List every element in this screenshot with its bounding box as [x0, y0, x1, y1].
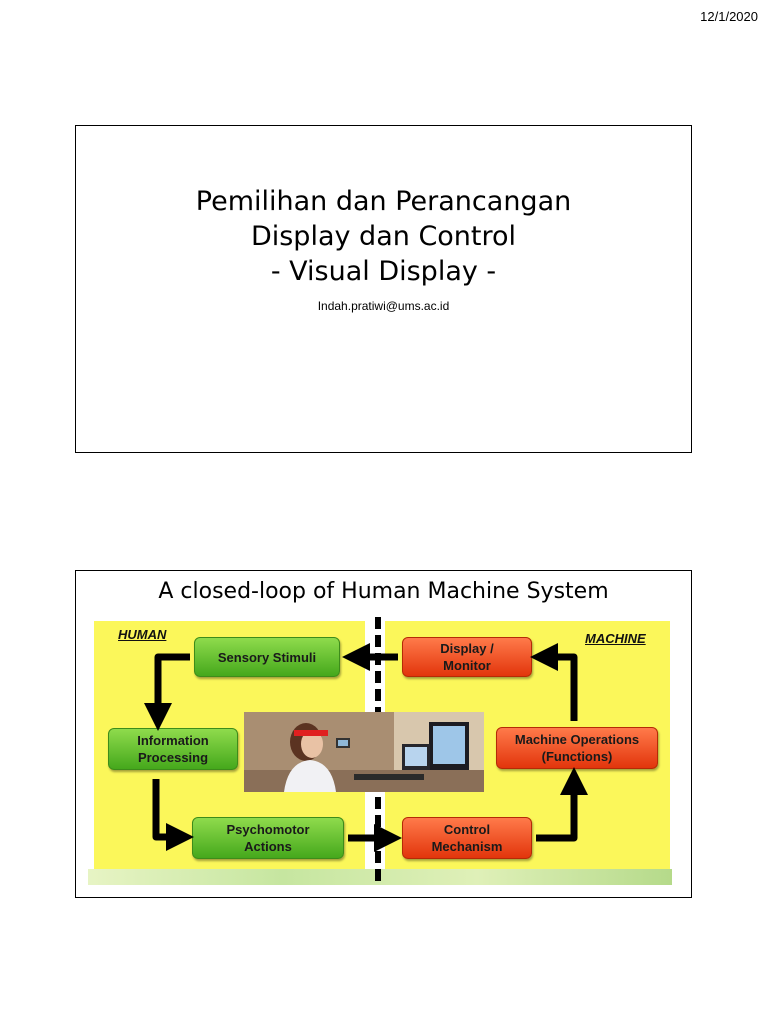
slide-title: Pemilihan dan Perancangan Display dan Co…	[75, 125, 692, 453]
title-line-1: Pemilihan dan Perancangan	[195, 186, 572, 217]
info-line-2: Processing	[137, 750, 209, 765]
page-date: 12/1/2020	[700, 9, 758, 24]
arrow-info-to-psycho	[152, 779, 194, 851]
title-line-2: Display dan Control	[250, 221, 517, 252]
machine-operations-box: Machine Operations (Functions)	[496, 727, 658, 769]
display-monitor-box: Display / Monitor	[402, 637, 532, 677]
arrow-control-to-machine-ops	[536, 767, 588, 842]
sensory-stimuli-label: Sensory Stimuli	[217, 649, 317, 665]
sensory-stimuli-box: Sensory Stimuli	[194, 637, 340, 677]
hms-diagram: HUMAN MACHINE Sensory Stimuli	[88, 613, 672, 885]
arrow-machine-ops-to-display	[530, 643, 578, 721]
arrow-sensory-to-info	[144, 653, 190, 731]
operator-photo	[244, 712, 484, 792]
control-line-2: Mechanism	[431, 839, 503, 854]
human-label: HUMAN	[118, 627, 167, 642]
display-line-2: Monitor	[443, 658, 491, 673]
machine-ops-line-2: (Functions)	[541, 749, 613, 764]
machine-ops-line-1: Machine Operations	[514, 732, 640, 747]
control-line-1: Control	[443, 822, 491, 837]
slide-2-heading: A closed-loop of Human Machine System	[158, 579, 609, 604]
loop-arrows	[144, 643, 588, 852]
display-line-1: Display /	[440, 641, 494, 656]
slide-title-heading: Pemilihan dan Perancangan Display dan Co…	[76, 184, 691, 289]
info-line-1: Information	[137, 733, 209, 748]
author-email: Indah.pratiwi@ums.ac.id	[317, 299, 450, 313]
psycho-line-2: Actions	[244, 839, 292, 854]
slide-closed-loop: A closed-loop of Human Machine System HU…	[75, 570, 692, 898]
psycho-line-1: Psychomotor	[226, 822, 310, 837]
title-line-3: - Visual Display -	[270, 256, 497, 287]
machine-label: MACHINE	[585, 631, 646, 646]
